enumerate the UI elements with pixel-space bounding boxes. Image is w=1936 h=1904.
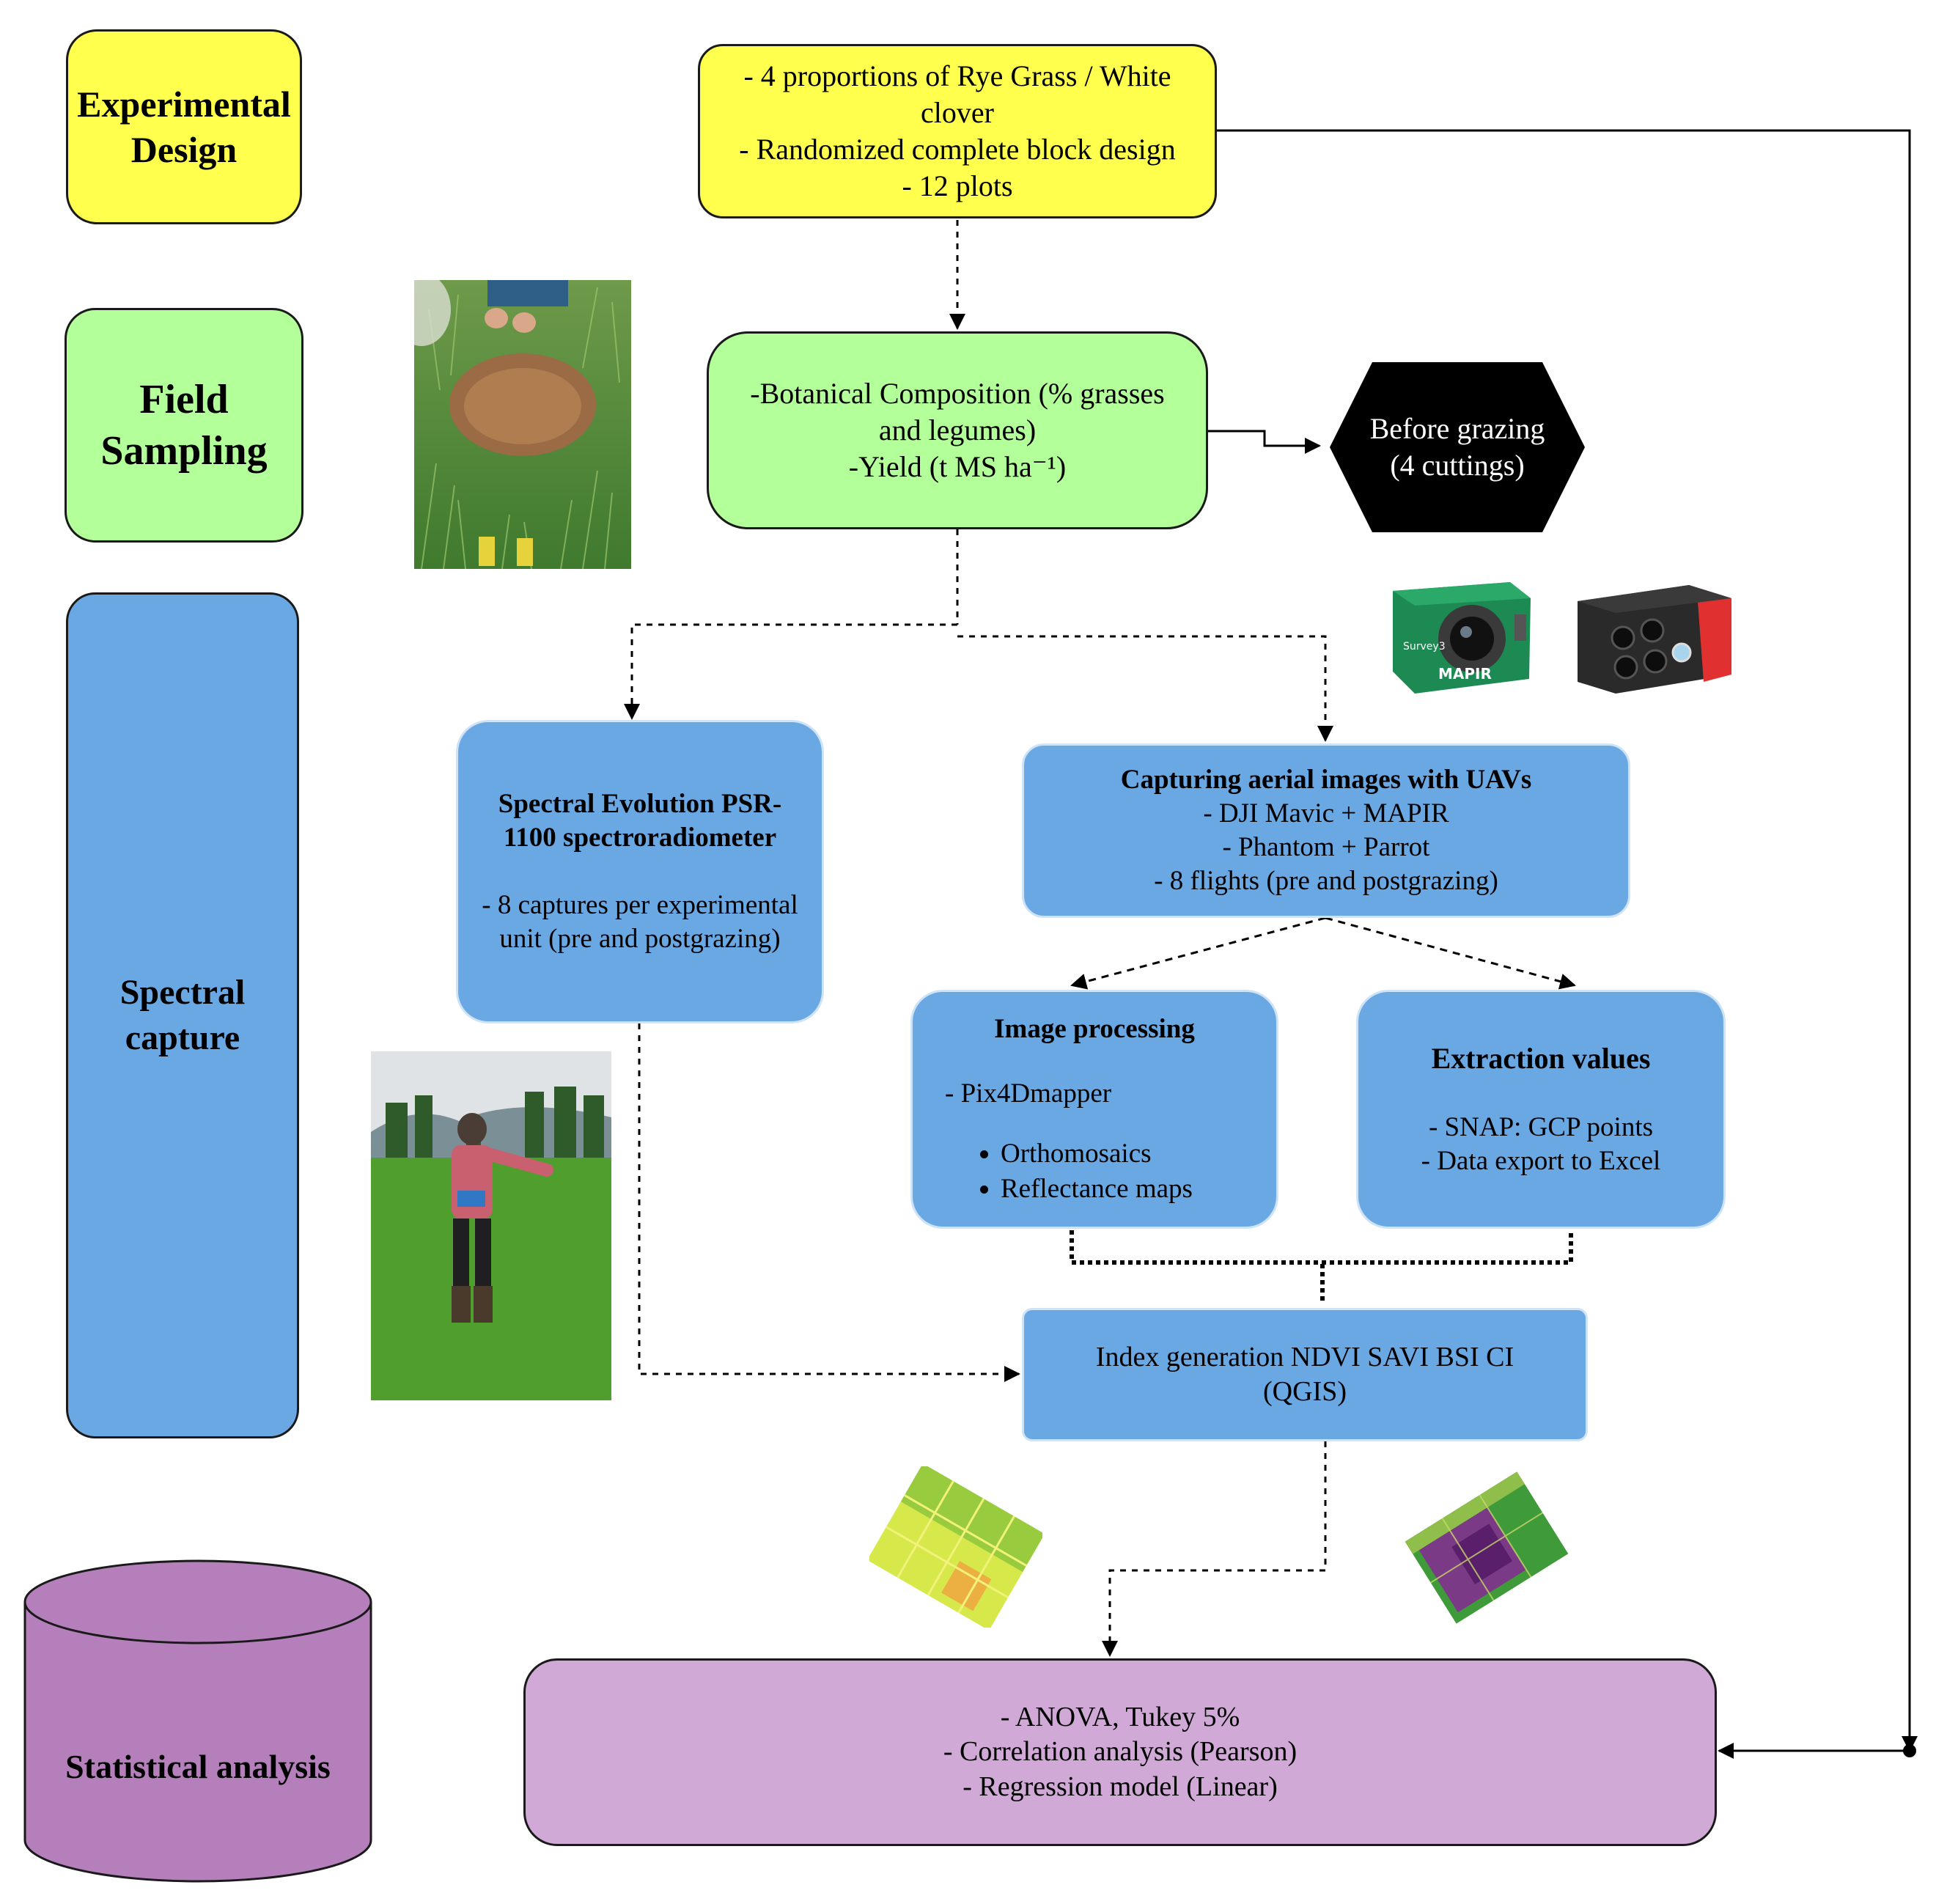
arrow-uav-to-extraction: [1325, 916, 1576, 990]
grazing-line: Before grazing: [1369, 412, 1545, 445]
camera-brand-label: MAPIR: [1438, 665, 1492, 683]
stats-line: - ANOVA, Tukey 5%: [1000, 1701, 1240, 1732]
sampling-box: -Botanical Composition (% grasses and le…: [707, 331, 1208, 529]
field-sampling-photo: [414, 280, 631, 569]
spectroradiometer-field-photo: [371, 1051, 611, 1400]
index-line: Index generation NDVI SAVI BSI CI: [1095, 1341, 1514, 1372]
stats-line: - Correlation analysis (Pearson): [943, 1736, 1298, 1768]
image-bullet: Reflectance maps: [1001, 1172, 1193, 1207]
statistics-box: - ANOVA, Tukey 5% - Correlation analysis…: [523, 1658, 1717, 1846]
spectro-body-line: unit (pre and postgrazing): [499, 924, 781, 955]
image-subtitle: - Pix4Dmapper: [945, 1078, 1112, 1109]
stats-line: - Regression model (Linear): [963, 1771, 1278, 1802]
design-line: clover: [921, 96, 994, 129]
extraction-body-line: - Data export to Excel: [1421, 1146, 1661, 1176]
uav-box: Capturing aerial images with UAVs - DJI …: [1022, 743, 1630, 918]
extraction-body-line: - SNAP: GCP points: [1428, 1111, 1653, 1142]
sampling-line: and legumes): [878, 413, 1037, 446]
arrow-sampling-to-grazing: [1208, 430, 1321, 454]
arrow-index-to-stats: [1102, 1441, 1327, 1657]
design-line: - 4 proportions of Rye Grass / White: [743, 59, 1171, 92]
image-processing-box: Image processing - Pix4Dmapper Orthomosa…: [910, 990, 1278, 1229]
spectro-body-line: - 8 captures per experimental: [482, 890, 798, 920]
lane-statistical-analysis: Statistical analysis: [22, 1558, 374, 1884]
grazing-line: (4 cuttings): [1390, 449, 1525, 482]
arrow-design-to-stats: [1217, 129, 1918, 1752]
junction-dot: [1903, 1744, 1916, 1757]
ndvi-map-yellow: [869, 1466, 1042, 1628]
uav-body-line: - 8 flights (pre and postgrazing): [1154, 866, 1498, 897]
lane-field-sampling: Field Sampling: [65, 308, 303, 543]
lane-title-line: capture: [125, 1018, 240, 1057]
lane-experimental-design: Experimental Design: [66, 29, 302, 224]
lane-title-line: Spectral: [119, 972, 246, 1012]
spectro-title-line: 1100 spectroradiometer: [503, 822, 777, 853]
uav-title: Capturing aerial images with UAVs: [1120, 764, 1532, 795]
uav-body-line: - DJI Mavic + MAPIR: [1203, 798, 1449, 828]
uav-body-line: - Phantom + Parrot: [1222, 832, 1430, 862]
image-bullets: Orthomosaics Reflectance maps: [913, 1136, 1193, 1207]
lane-title-line: Sampling: [100, 428, 268, 474]
index-box: Index generation NDVI SAVI BSI CI (QGIS): [1022, 1308, 1588, 1441]
hexagon-shape: [1330, 362, 1585, 532]
arrow-spectro-to-index: [638, 1023, 1020, 1382]
spectroradiometer-box: Spectral Evolution PSR- 1100 spectroradi…: [456, 720, 824, 1023]
cylinder-shape: [23, 1559, 372, 1883]
lane-title-line: Experimental: [77, 83, 291, 125]
design-line: - Randomized complete block design: [739, 133, 1176, 166]
lane-title-line: Field: [139, 377, 229, 422]
design-line: - 12 plots: [902, 169, 1013, 202]
lane-title: Statistical analysis: [65, 1748, 331, 1785]
camera-parrot-sequoia-image: [1572, 572, 1734, 696]
lane-title-line: Design: [130, 129, 238, 170]
camera-survey3-image: Survey3 MAPIR: [1385, 569, 1534, 698]
extraction-title: Extraction values: [1431, 1041, 1651, 1075]
image-title: Image processing: [994, 1014, 1195, 1044]
camera-model-label: Survey3: [1403, 641, 1446, 653]
extraction-box: Extraction values - SNAP: GCP points - D…: [1356, 990, 1726, 1229]
spectro-title-line: Spectral Evolution PSR-: [498, 788, 782, 819]
index-line: (QGIS): [1263, 1376, 1347, 1407]
lane-spectral-capture: Spectral capture: [66, 592, 299, 1438]
sampling-line: -Yield (t MS ha⁻¹): [848, 450, 1067, 483]
arrow-uav-to-image: [1070, 916, 1326, 990]
ndvi-map-purple: [1399, 1466, 1575, 1629]
design-box: - 4 proportions of Rye Grass / White clo…: [698, 44, 1217, 218]
grazing-hexagon: Before grazing (4 cuttings): [1328, 361, 1586, 534]
image-bullet: Orthomosaics: [1001, 1136, 1193, 1172]
sampling-line: -Botanical Composition (% grasses: [750, 377, 1165, 410]
arrow-to-spectro: [624, 623, 957, 720]
connector-bracket: [1070, 1230, 1573, 1265]
arrow-to-uav: [957, 635, 1333, 742]
